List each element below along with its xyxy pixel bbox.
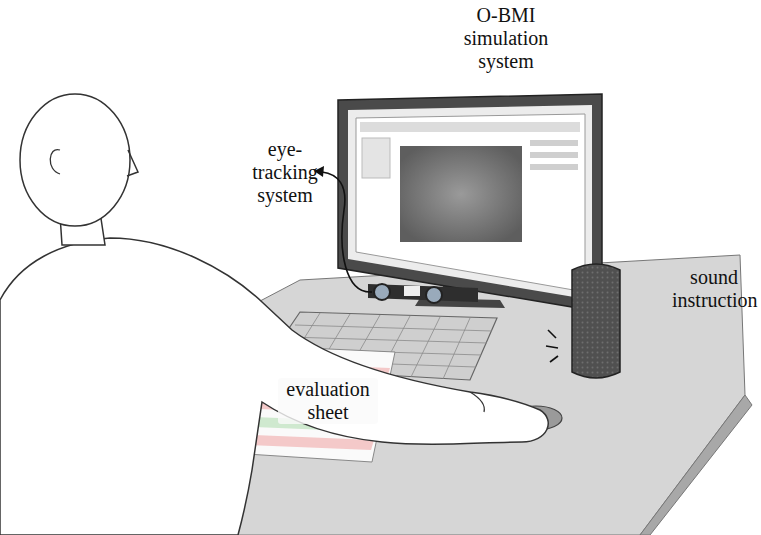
ui-control (530, 164, 578, 170)
toolbar (360, 122, 580, 132)
eye-tracker-camera (374, 284, 390, 300)
sound-waves (546, 330, 558, 362)
speaker (572, 264, 620, 378)
monitor-bezel (338, 94, 602, 312)
person-hand (470, 392, 484, 412)
person-body (0, 238, 548, 535)
person-nose (127, 150, 138, 176)
leader-line (322, 172, 372, 292)
sheet-label: evaluation sheet (278, 378, 378, 424)
eye-tracker-camera (426, 287, 442, 303)
speaker-label: sound instruction (672, 266, 756, 312)
simulation-view (400, 146, 522, 242)
eye-tracker-bar (368, 284, 478, 302)
eye-tracker-light (404, 286, 420, 296)
desk-edge (640, 395, 752, 535)
system-label: O-BMI simulation system (448, 4, 564, 73)
tracker-label: eye-tracking system (252, 138, 318, 207)
person-head (20, 94, 130, 226)
ui-control (530, 140, 578, 146)
ui-control (530, 152, 578, 158)
side-panel (362, 138, 390, 178)
app-window (356, 114, 585, 292)
monitor-screen (348, 105, 592, 300)
person-ear (50, 150, 60, 174)
